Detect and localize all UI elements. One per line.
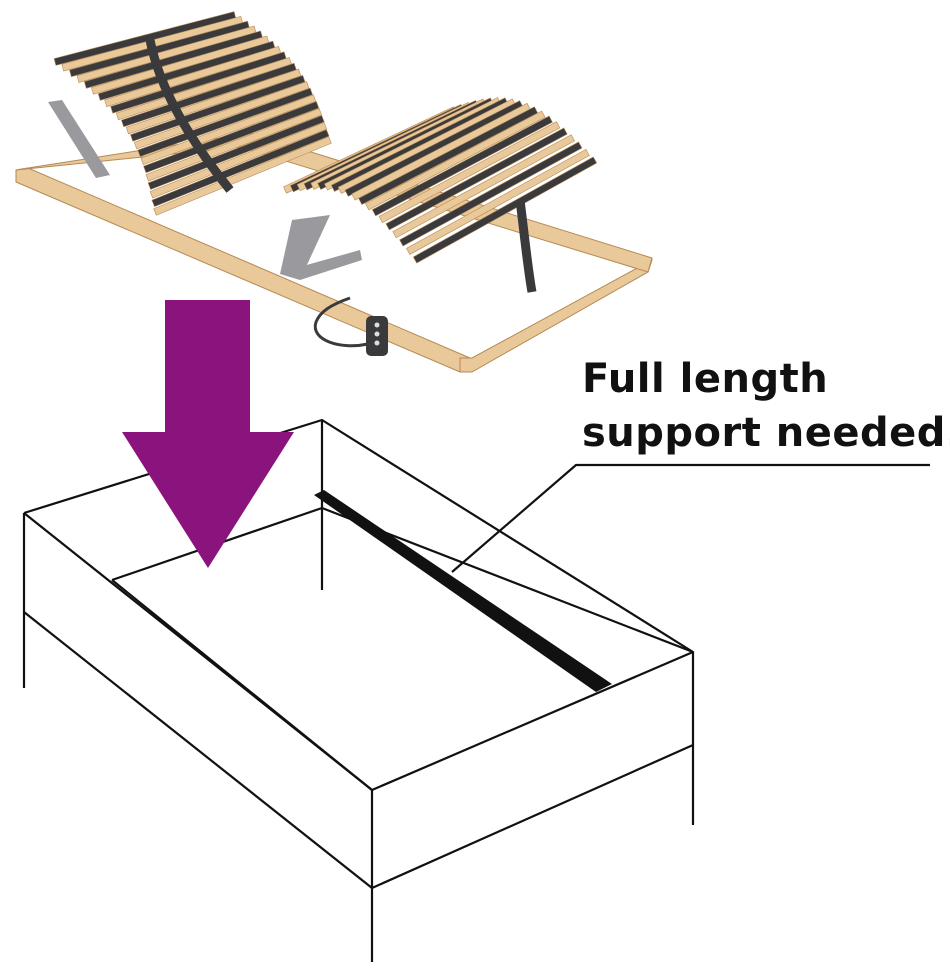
callout-caption: Full length support needed. — [582, 352, 950, 460]
remote-button — [374, 322, 380, 328]
slat-head — [149, 122, 328, 199]
frame-side-rail-bottom — [23, 611, 694, 890]
slat-head — [115, 57, 292, 121]
slat-foot — [385, 127, 568, 231]
frame-inner-front-edge — [111, 579, 373, 791]
slat-head — [140, 94, 317, 165]
caption-line-2: support needed. — [582, 410, 950, 456]
slat-head — [153, 136, 332, 216]
strap-foot — [515, 199, 537, 293]
slat-foot — [371, 115, 553, 217]
strap-head — [145, 39, 234, 193]
remote-control-icon — [313, 296, 388, 356]
motor-mechanism — [48, 100, 362, 280]
slat-head — [147, 115, 325, 190]
slat-head — [151, 129, 330, 208]
slat-foot — [412, 156, 598, 264]
slat-head — [145, 108, 322, 182]
motor-bar — [296, 250, 362, 280]
slat-head — [133, 81, 310, 150]
remote-cable — [313, 296, 369, 348]
slat-head — [125, 68, 302, 135]
slat-head — [130, 74, 306, 142]
remote-button — [374, 331, 380, 337]
slat-head — [143, 101, 320, 174]
foot-section — [283, 97, 598, 264]
slat-head — [137, 87, 313, 158]
motor-arm — [280, 215, 330, 280]
slat-head — [121, 62, 297, 128]
slat-head — [110, 51, 287, 114]
remote-button — [374, 340, 380, 346]
bed-frame-outline-icon — [22, 418, 695, 962]
slat-foot — [406, 148, 590, 255]
slat-foot — [365, 110, 546, 211]
slatted-bed-base-icon — [15, 11, 653, 373]
frame-top-outline — [23, 418, 695, 792]
slat-foot — [399, 141, 583, 247]
callout-leader-line — [451, 463, 930, 573]
caption-line-1: Full length — [582, 356, 829, 402]
slat-foot — [358, 106, 539, 205]
arrow-down-icon — [122, 300, 294, 568]
center-support-beam — [314, 490, 612, 692]
head-support-arm — [48, 100, 110, 178]
slat-foot — [378, 121, 561, 224]
slat-foot — [392, 134, 575, 239]
